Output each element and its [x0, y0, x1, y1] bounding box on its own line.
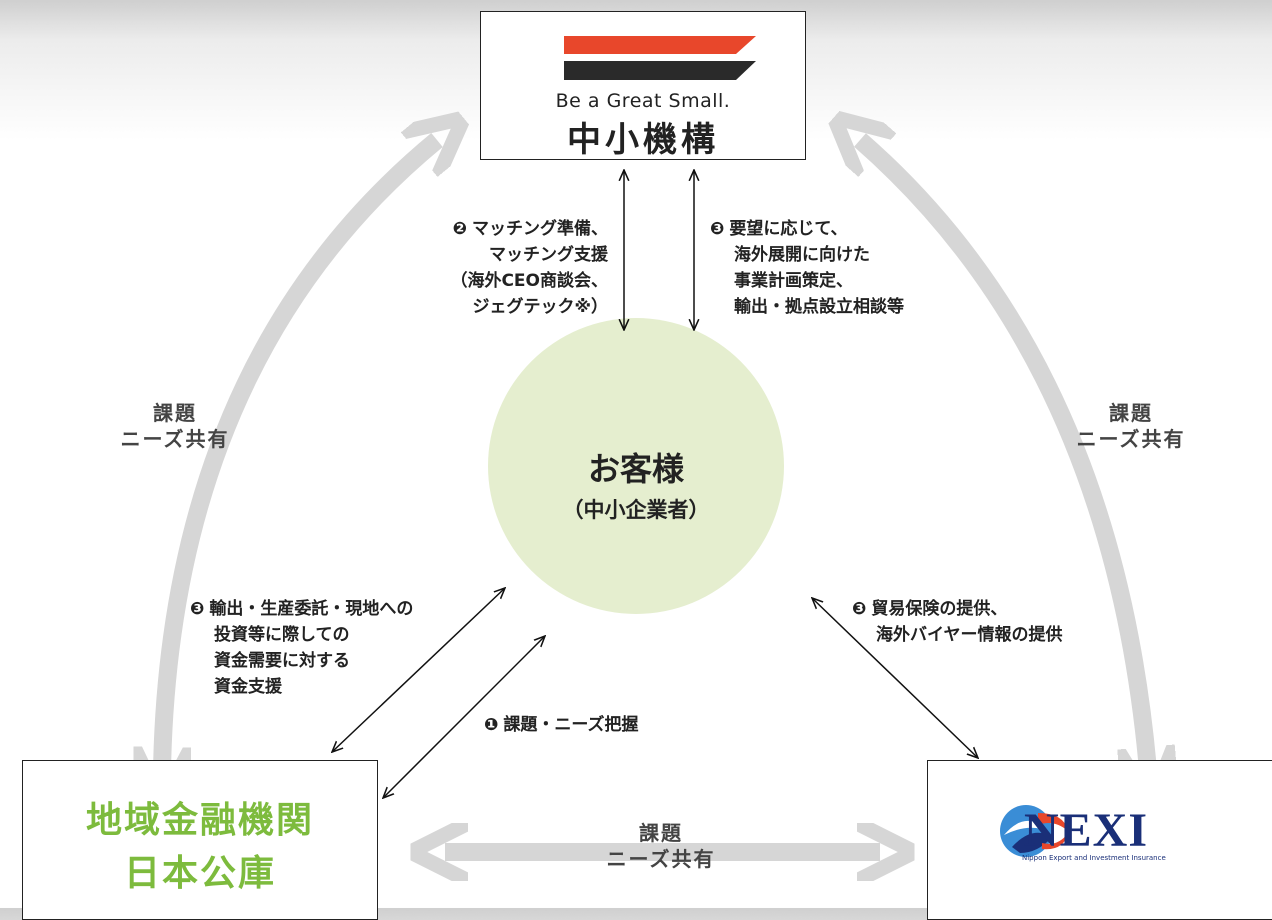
smrj-tagline: Be a Great Small.: [555, 90, 731, 112]
finance-line-2: 投資等に際しての: [214, 625, 350, 645]
nexi-subtitle: Nippon Export and Investment Insurance: [1022, 854, 1166, 862]
insurance-line-2: 海外バイヤー情報の提供: [876, 625, 1063, 645]
share-left-line-2: ニーズ共有: [120, 427, 230, 451]
smrj-box: Be a Great Small. 中小機構: [480, 11, 806, 160]
left-share-arc: [162, 140, 437, 770]
plan-line-3: 事業計画策定、: [734, 271, 853, 291]
customer-title: お客様: [587, 450, 684, 488]
share-right-line-1: 課題: [1109, 401, 1153, 425]
matching-line-2: マッチング支援: [489, 245, 608, 265]
right-share-arc: [860, 140, 1148, 770]
plan-line-2: 海外展開に向けた: [734, 245, 870, 265]
customer-circle: お客様 （中小企業者）: [488, 318, 784, 614]
share-bottom-line-1: 課題: [639, 821, 683, 845]
share-left-line-1: 課題: [153, 401, 197, 425]
share-right-line-2: ニーズ共有: [1076, 427, 1186, 451]
share-label-right: 課題 ニーズ共有: [1056, 400, 1206, 452]
nexi-name: NEXI: [1024, 804, 1149, 857]
matching-line-4: ジェグテック※）: [472, 297, 608, 317]
bank-name-line-1: 地域金融機関: [85, 800, 314, 841]
matching-number: ❷: [452, 219, 467, 239]
needs-arrow: [383, 636, 545, 798]
insurance-number: ❸: [852, 599, 867, 619]
smrj-name: 中小機構: [567, 120, 719, 160]
customer-subtitle: （中小企業者）: [562, 498, 710, 522]
finance-line-3: 資金需要に対する: [214, 651, 350, 671]
share-label-left: 課題 ニーズ共有: [100, 400, 250, 452]
bank-name-line-2: 日本公庫: [123, 853, 276, 894]
nexi-box: NEXI Nippon Export and Investment Insura…: [927, 760, 1272, 920]
nexi-logo-icon: [1000, 805, 1068, 857]
matching-line-3: （海外CEO商談会、: [450, 271, 608, 291]
share-label-bottom: 課題 ニーズ共有: [586, 820, 736, 872]
insurance-arrow: [812, 598, 978, 758]
plan-line-4: 輸出・拠点設立相談等: [734, 297, 904, 317]
finance-number: ❸: [190, 599, 205, 619]
bank-box: 地域金融機関 日本公庫: [22, 760, 378, 920]
finance-line-4: 資金支援: [214, 677, 282, 697]
needs-number: ❶: [484, 715, 499, 735]
share-bottom-line-2: ニーズ共有: [606, 847, 716, 871]
plan-number: ❸: [710, 219, 725, 239]
smrj-logo-icon: [564, 36, 756, 80]
